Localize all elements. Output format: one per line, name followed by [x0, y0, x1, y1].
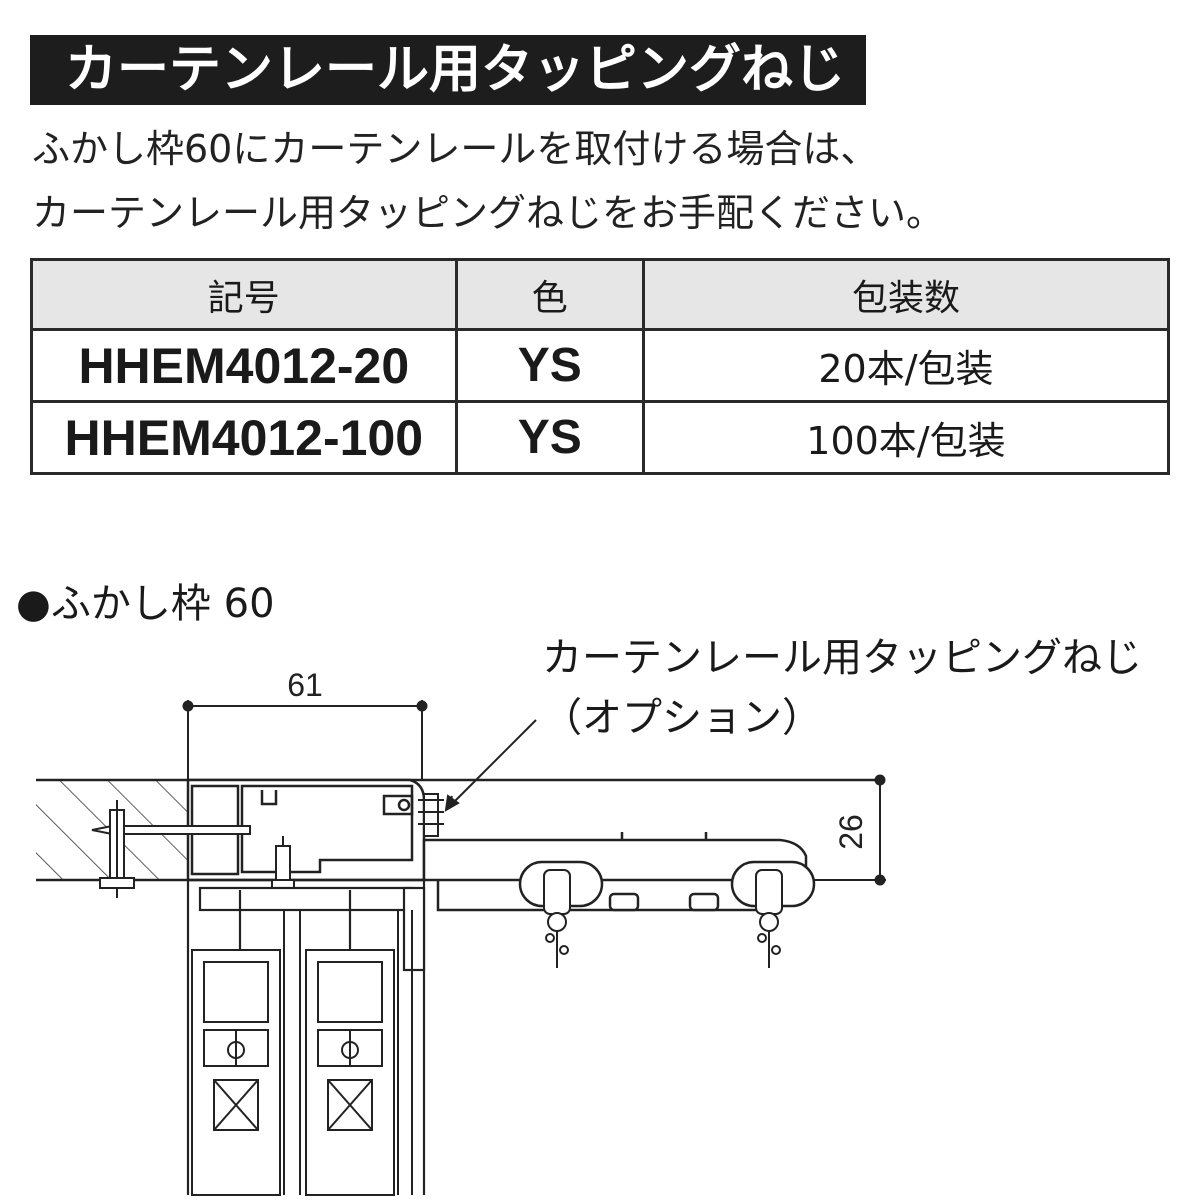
description-line-1: ふかし枠60にカーテンレールを取付ける場合は、 [32, 127, 879, 171]
cell-quantity: 100本/包装 [641, 400, 1171, 475]
fixing-screw [271, 836, 295, 889]
dimension-width [182, 700, 428, 780]
curtain-hook-icon [755, 869, 783, 968]
sash-right [305, 949, 395, 1196]
callout-option-label: （オプション） [542, 695, 822, 741]
cell-color: YS [454, 400, 645, 475]
curtain-rail [422, 832, 816, 912]
sash-left [191, 949, 281, 1196]
description-line-2: カーテンレール用タッピングねじをお手配ください。 [32, 191, 945, 235]
header-color: 色 [454, 258, 645, 331]
callout-leader [444, 719, 537, 812]
curtain-hook-icon [543, 869, 571, 968]
dimension-width-label: 61 [287, 667, 323, 703]
frame-jamb-detail [283, 910, 413, 1195]
dimension-height-label: 26 [833, 814, 869, 850]
cross-section-diagram: 61 26 [36, 667, 886, 1196]
table-row: HHEM4012-20 YS 20本/包装 [30, 328, 1171, 403]
anchor-screw [91, 800, 251, 898]
cell-color: YS [454, 328, 645, 403]
header-quantity: 包装数 [641, 258, 1171, 331]
callout-screw-label: カーテンレール用タッピングねじ [542, 635, 1142, 681]
spec-table: 記号 色 包装数 HHEM4012-20 YS 20本/包装 HHEM4012-… [30, 258, 1171, 475]
header-code: 記号 [30, 258, 458, 331]
tapping-screw-icon [418, 793, 444, 837]
page-title: カーテンレール用タッピングねじ [65, 40, 846, 100]
section-label: ●ふかし枠 60 [16, 581, 275, 627]
table-row: HHEM4012-100 YS 100本/包装 [30, 400, 1171, 475]
cell-code: HHEM4012-20 [30, 328, 458, 403]
cell-code: HHEM4012-100 [30, 400, 458, 475]
table-header-row: 記号 色 包装数 [30, 258, 1171, 331]
cell-quantity: 20本/包装 [641, 328, 1171, 403]
title-bar [30, 35, 866, 105]
